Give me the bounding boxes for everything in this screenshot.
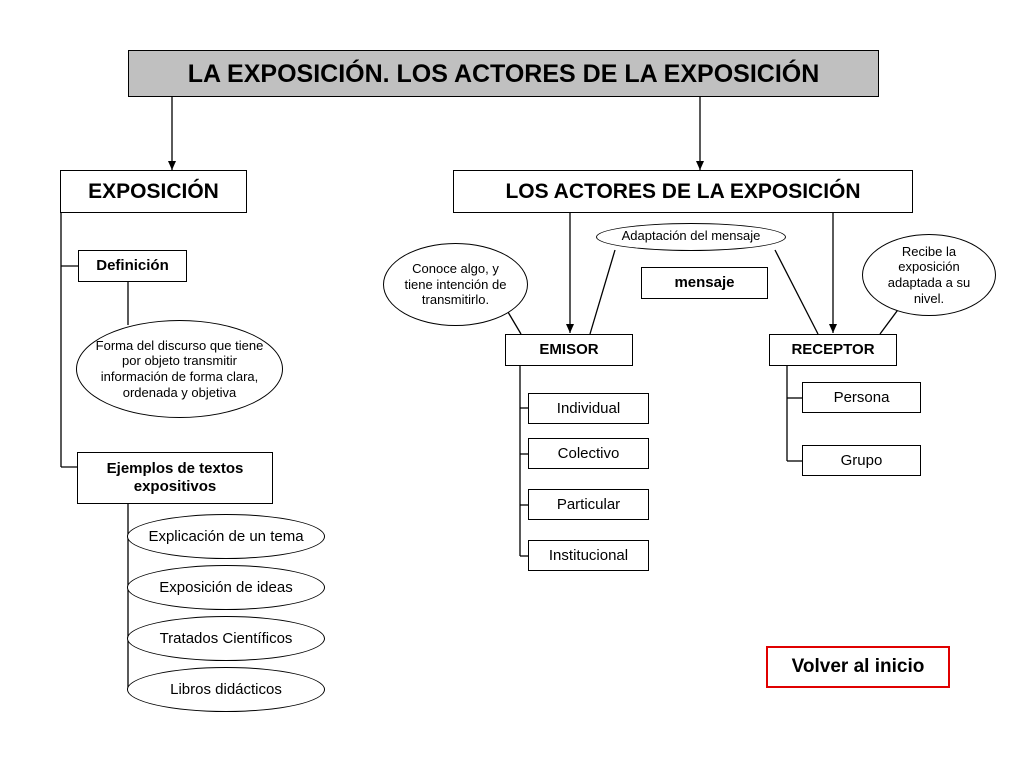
emisor-tipo: Colectivo: [528, 438, 649, 469]
ejemplos-label: Ejemplos de textos expositivos: [77, 452, 273, 504]
page-title: LA EXPOSICIÓN. LOS ACTORES DE LA EXPOSIC…: [128, 50, 879, 97]
mensaje-box: mensaje: [641, 267, 768, 299]
adaptacion-note-oval: Adaptación del mensaje: [596, 223, 786, 251]
receptor-note-oval: Recibe la exposición adaptada a su nivel…: [862, 234, 996, 316]
definicion-text-oval: Forma del discurso que tiene por objeto …: [76, 320, 283, 418]
receptor-tipo: Grupo: [802, 445, 921, 476]
back-to-start-button[interactable]: Volver al inicio: [766, 646, 950, 688]
exposicion-heading: EXPOSICIÓN: [60, 170, 247, 213]
receptor-box: RECEPTOR: [769, 334, 897, 366]
emisor-box: EMISOR: [505, 334, 633, 366]
actores-heading: LOS ACTORES DE LA EXPOSICIÓN: [453, 170, 913, 213]
emisor-tipo: Individual: [528, 393, 649, 424]
emisor-tipo: Particular: [528, 489, 649, 520]
ejemplo-item: Tratados Científicos: [127, 616, 325, 661]
emisor-note-oval: Conoce algo, y tiene intención de transm…: [383, 243, 528, 326]
ejemplo-item: Explicación de un tema: [127, 514, 325, 559]
ejemplo-item: Libros didácticos: [127, 667, 325, 712]
definicion-label: Definición: [78, 250, 187, 282]
ejemplo-item: Exposición de ideas: [127, 565, 325, 610]
emisor-tipo: Institucional: [528, 540, 649, 571]
receptor-tipo: Persona: [802, 382, 921, 413]
